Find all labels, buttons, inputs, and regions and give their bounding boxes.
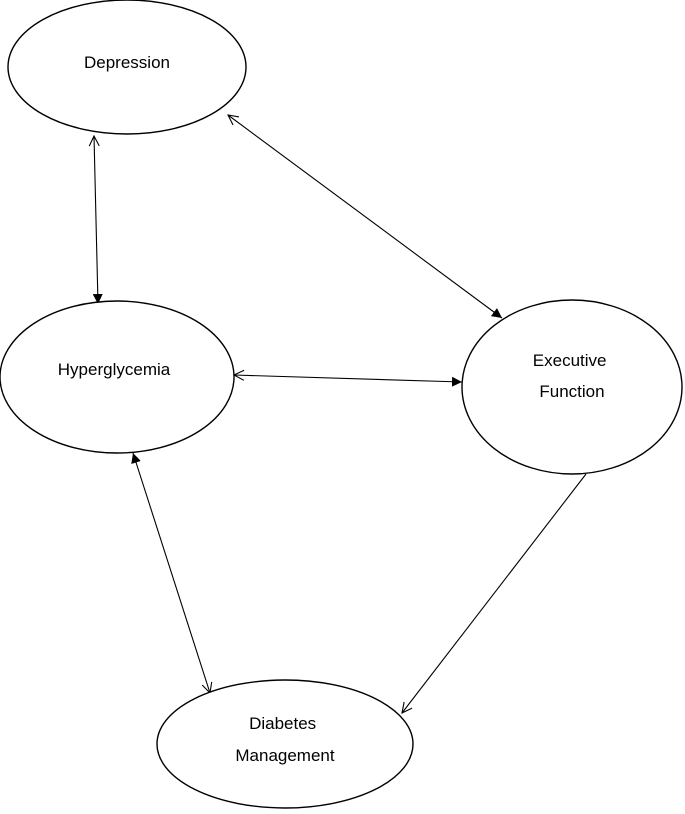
- node-hyperglycemia: Hyperglycemia: [0, 300, 235, 454]
- node-hyperglycemia-label: Hyperglycemia: [58, 360, 171, 379]
- node-executive-function-shape: [461, 299, 683, 475]
- edge-executive-function-diabetes-management: [402, 473, 587, 713]
- node-diabetes-management-label-line-2: Management: [235, 746, 335, 765]
- edges: [94, 115, 587, 713]
- node-diabetes-management: Diabetes Management: [156, 679, 414, 809]
- node-diabetes-management-shape: [156, 679, 414, 809]
- node-executive-function-label-line-1: Executive: [533, 351, 607, 370]
- node-depression-shape: [7, 0, 247, 135]
- node-diabetes-management-label: Diabetes Management: [235, 714, 335, 765]
- node-depression-label: Depression: [84, 53, 170, 72]
- node-diabetes-management-label-line-1: Diabetes: [249, 714, 316, 733]
- edge-depression-executive-function: [228, 115, 503, 319]
- node-hyperglycemia-shape: [0, 300, 235, 454]
- node-executive-function-label-line-2: Function: [539, 382, 604, 401]
- edge-depression-hyperglycemia: [94, 136, 98, 305]
- node-hyperglycemia-label-line: Hyperglycemia: [58, 360, 171, 379]
- node-executive-function-label: Executive Function: [533, 351, 611, 401]
- node-executive-function: Executive Function: [461, 299, 683, 475]
- node-depression: Depression: [7, 0, 247, 135]
- node-depression-label-line: Depression: [84, 53, 170, 72]
- edge-hyperglycemia-executive-function: [234, 375, 463, 382]
- edge-hyperglycemia-diabetes-management: [133, 452, 210, 693]
